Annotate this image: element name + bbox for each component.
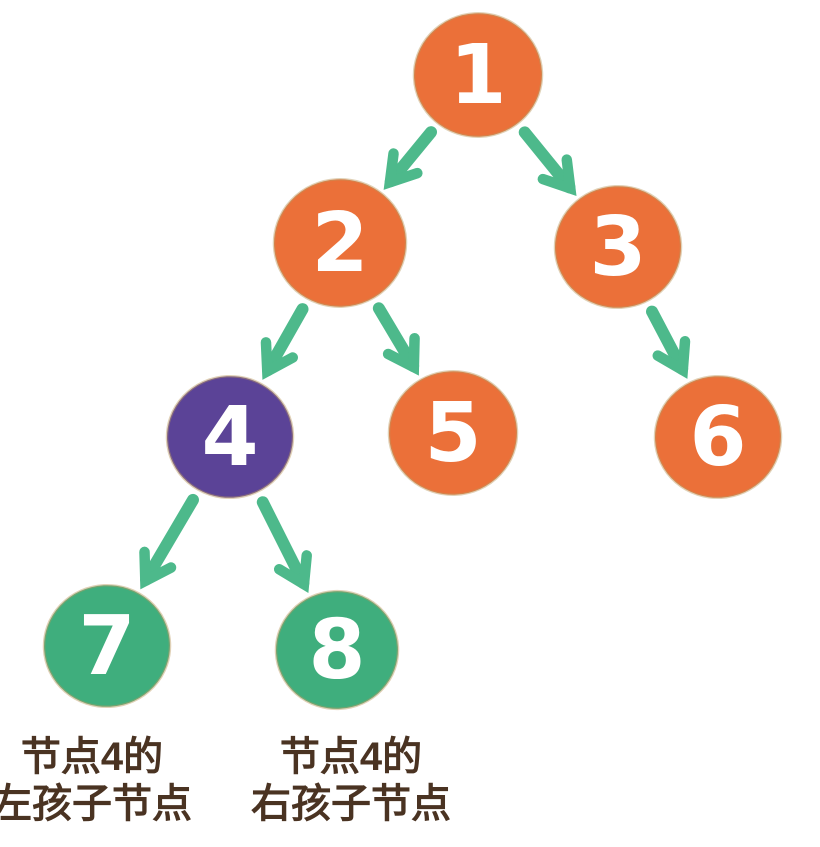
edge-4-8-arrow — [256, 496, 312, 594]
edge-3-6-arrow — [645, 305, 691, 379]
node4-left-child-label: 节点4的左孩子节点 — [0, 735, 192, 826]
node-value: 6 — [689, 390, 746, 485]
node-circle — [42, 583, 172, 709]
tree-node-6: 6 — [653, 374, 783, 500]
node-circle — [272, 178, 408, 308]
node-value: 5 — [424, 386, 481, 481]
tree-node-7: 7 — [42, 583, 172, 709]
node-value: 7 — [78, 599, 135, 694]
tree-node-2: 2 — [272, 178, 408, 308]
edge-4-7-arrow — [139, 493, 199, 590]
node-value: 8 — [308, 603, 365, 698]
edge-2-4-arrow — [260, 303, 309, 380]
node4-left-child-label-line-2: 左孩子节点 — [0, 782, 192, 826]
node-circle — [387, 369, 519, 497]
tree-node-3: 3 — [553, 184, 683, 310]
tree-node-8: 8 — [274, 589, 400, 711]
tree-node-4: 4 — [165, 374, 295, 500]
tree-node-5: 5 — [387, 369, 519, 497]
node-value: 2 — [311, 196, 368, 291]
edge-2-5-arrow — [372, 302, 420, 376]
node-circle — [412, 11, 544, 139]
node4-right-child-label: 节点4的右孩子节点 — [251, 735, 451, 826]
node4-right-child-label-line-1: 节点4的 — [280, 735, 422, 779]
node4-left-child-label-line-1: 节点4的 — [21, 735, 163, 779]
node-value: 4 — [201, 390, 258, 485]
node-value: 1 — [449, 28, 506, 123]
node4-right-child-label-line-2: 右孩子节点 — [251, 782, 451, 826]
node-circle — [653, 374, 783, 500]
node-circle — [274, 589, 400, 711]
edge-1-3-arrow — [518, 126, 577, 197]
node-circle — [165, 374, 295, 500]
node-value: 3 — [589, 200, 646, 295]
edge-1-2-arrow — [383, 126, 438, 190]
node-circle — [553, 184, 683, 310]
tree-node-1: 1 — [412, 11, 544, 139]
